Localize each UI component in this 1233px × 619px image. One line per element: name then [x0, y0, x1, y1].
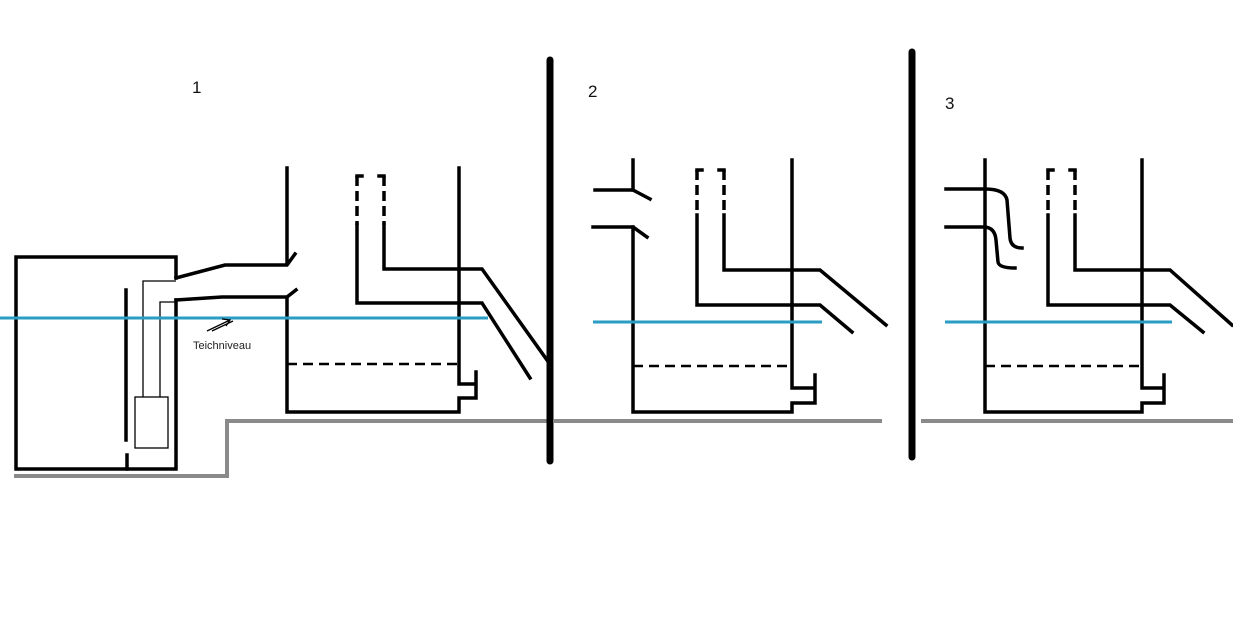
bent-inlet-pipe-lower: [944, 225, 1017, 270]
panel-number: 1: [192, 78, 202, 97]
pump: [134, 396, 169, 449]
panel-number: 2: [588, 82, 598, 101]
panel-2: [553, 158, 889, 423]
pump-chamber: [14, 255, 178, 471]
outlet-pipe: [355, 223, 550, 381]
panel-number: 3: [945, 94, 955, 113]
ground-line: [14, 419, 548, 478]
inlet-pipe-lower: [174, 287, 299, 302]
panel-1: [0, 166, 550, 478]
pump-riser-pipe: [142, 280, 176, 397]
bent-inlet-pipe-upper: [944, 187, 1024, 250]
panel-3: [921, 158, 1233, 423]
pond-level-label: Teichniveau: [193, 340, 252, 352]
arrow-icon: [206, 318, 234, 332]
inlet-pipe-upper: [173, 251, 298, 281]
inlet-pipes: [591, 188, 653, 240]
filter-container: [285, 166, 550, 414]
